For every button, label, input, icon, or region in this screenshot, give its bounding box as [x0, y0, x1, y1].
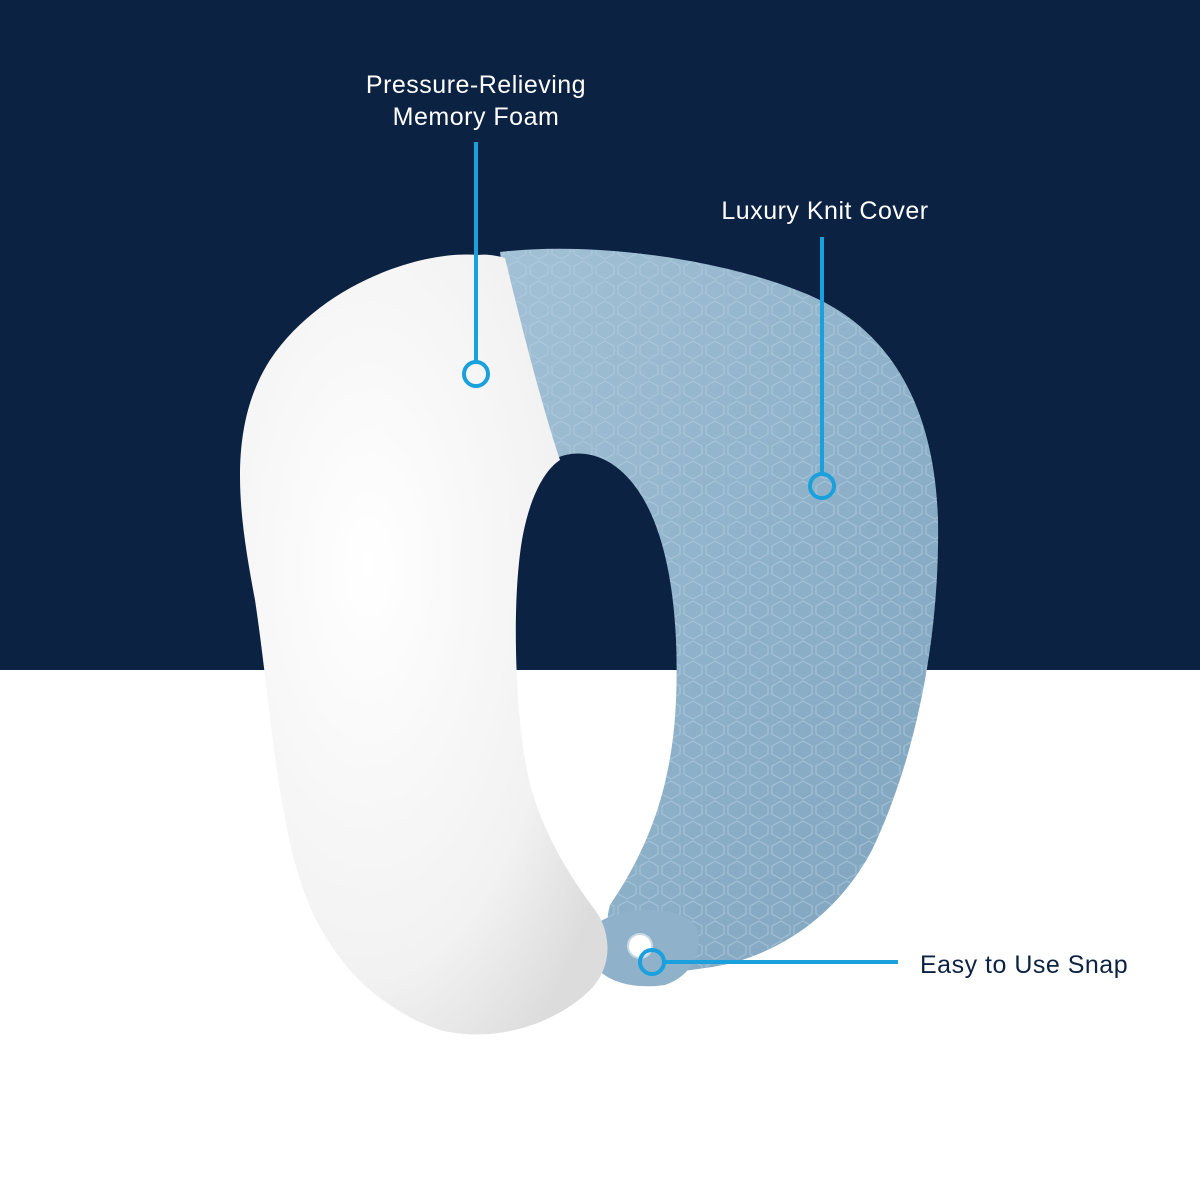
- snap-label: Easy to Use Snap: [920, 951, 1129, 979]
- memory-foam-label-line1: Pressure-Relieving: [365, 71, 587, 99]
- memory-foam-label: Pressure-Relieving Memory Foam: [326, 69, 626, 133]
- memory-foam-label-line2: Memory Foam: [392, 103, 560, 131]
- snap-button: [627, 933, 653, 959]
- memory-foam-section: [240, 254, 608, 1035]
- snap-callout-marker: [638, 948, 666, 976]
- knit-cover-label: Luxury Knit Cover: [721, 197, 929, 225]
- foam-callout-marker: [462, 360, 490, 388]
- knit-callout-marker: [808, 472, 836, 500]
